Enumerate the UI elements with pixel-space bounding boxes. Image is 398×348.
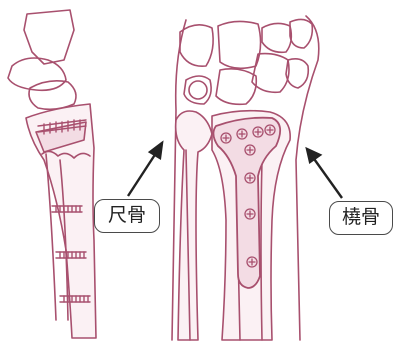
pisiform [189,81,207,99]
ulna-bone [176,111,212,340]
ulna-arrow [128,143,162,196]
carpal-1 [180,25,213,66]
ulna-label: 尺骨 [94,199,160,233]
radius-arrow [307,149,342,198]
lateral-view [8,10,96,338]
carpal-5 [252,54,289,93]
frontal-view [172,16,319,340]
carpal-3 [262,23,291,52]
lateral-carpal-low [29,81,76,109]
carpal-6 [216,69,256,104]
radius-label: 橈骨 [329,201,393,235]
carpal-4 [290,19,312,48]
carpal-2 [218,21,261,68]
lateral-carpal-top [24,10,74,64]
